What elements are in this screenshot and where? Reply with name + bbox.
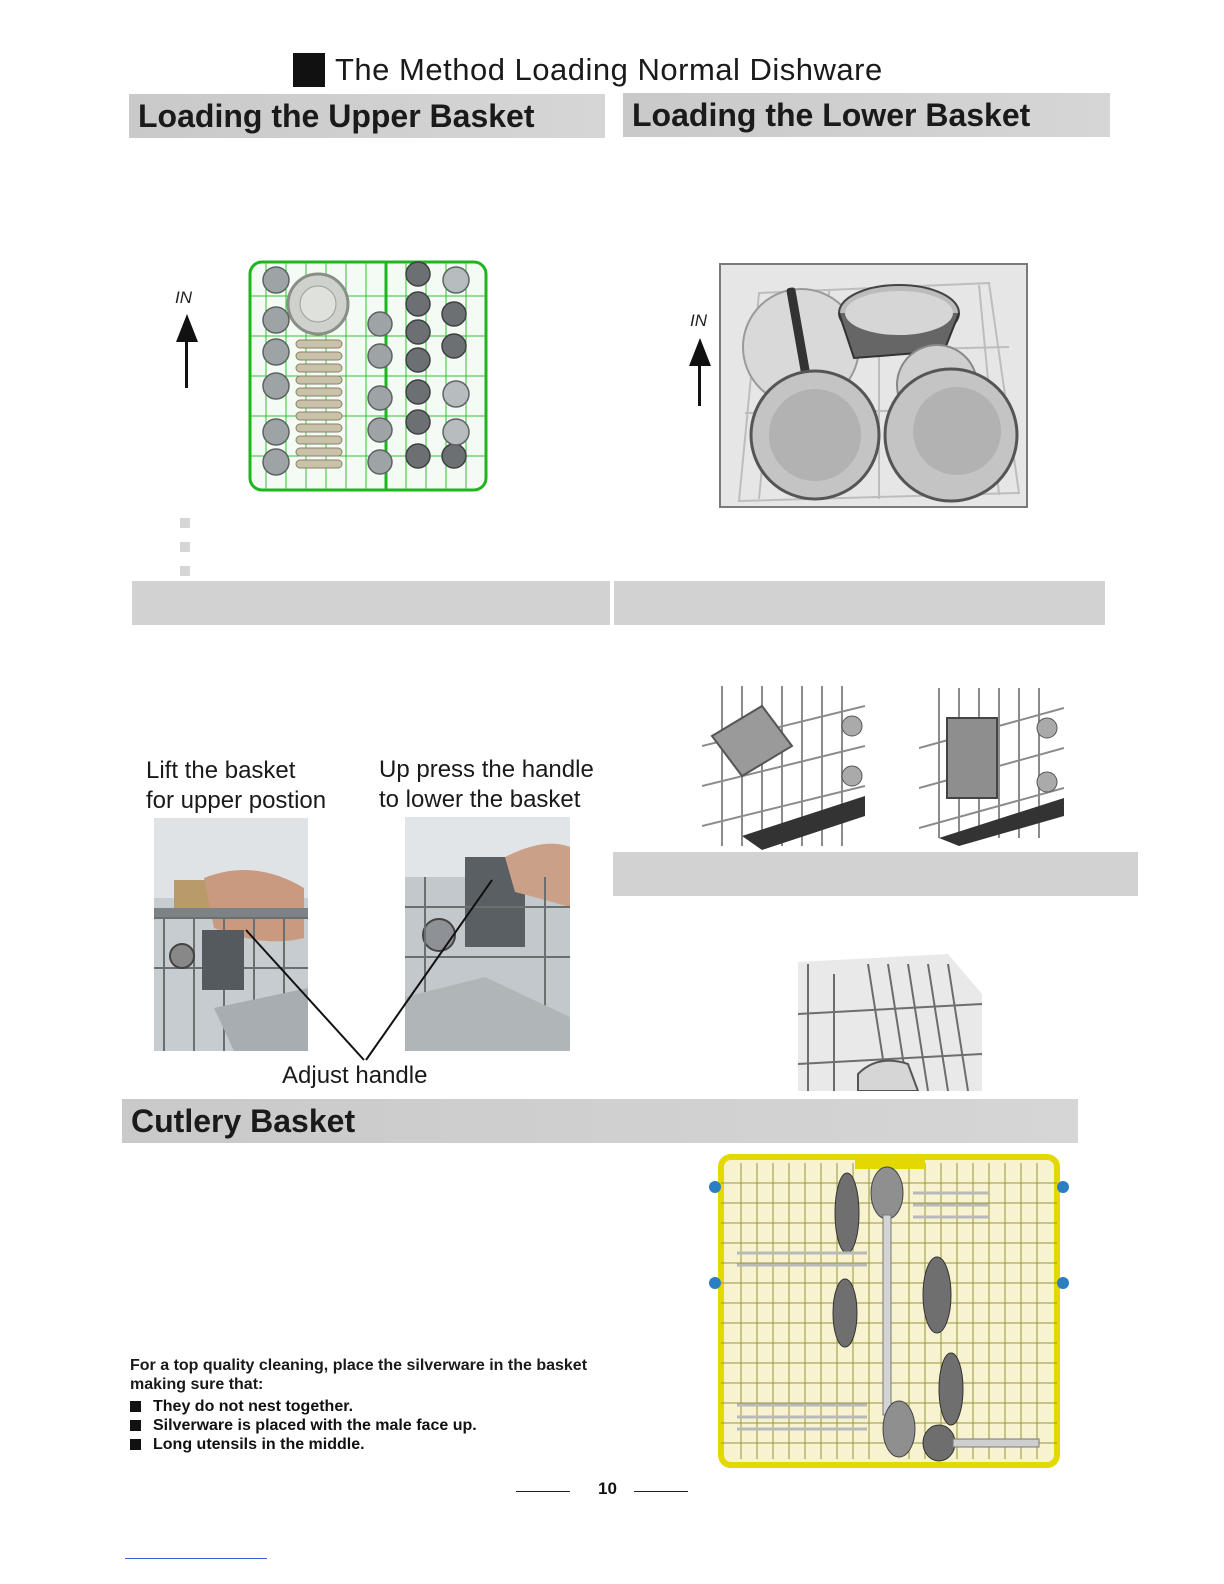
lower-subsection-heading-bar: [614, 581, 1105, 625]
lower-in-label: IN: [690, 311, 707, 330]
lift-basket-caption-line1: Lift the basket: [146, 757, 296, 784]
lower-extra-heading-bar: [613, 852, 1138, 896]
bullet-marker: [180, 542, 190, 552]
cutlery-basket-heading-text: Cutlery Basket: [131, 1102, 356, 1139]
rack-fold-image-left: [702, 686, 865, 850]
cutlery-checklist-item: They do not nest together.: [130, 1397, 477, 1416]
adjust-handle-label: Adjust handle: [282, 1062, 428, 1089]
cutlery-checklist-text: Long utensils in the middle.: [153, 1436, 365, 1453]
lower-basket-heading: Loading the Lower Basket: [623, 93, 1110, 137]
cutlery-checklist-text: Silverware is placed with the male face …: [153, 1417, 477, 1434]
square-bullet-icon: [130, 1401, 141, 1412]
upper-in-label: IN: [175, 288, 192, 307]
cutlery-intro: For a top quality cleaning, place the si…: [130, 1356, 587, 1394]
cutlery-checklist: They do not nest together. Silverware is…: [130, 1397, 477, 1454]
page-title: The Method Loading Normal Dishware: [293, 52, 883, 88]
lower-basket-caption-line1: Up press the handle: [379, 756, 594, 783]
cutlery-intro-line1: For a top quality cleaning, place the si…: [130, 1357, 588, 1374]
cutlery-checklist-text: They do not nest together.: [153, 1398, 354, 1415]
upper-direction-arrow-icon: [176, 314, 198, 388]
lift-basket-caption: Lift the basket for upper postion: [146, 756, 326, 816]
upper-basket-heading: Loading the Upper Basket: [129, 94, 605, 138]
lower-direction-arrow-icon: [689, 338, 711, 406]
cutlery-checklist-item: Silverware is placed with the male face …: [130, 1416, 477, 1435]
cutlery-checklist-item: Long utensils in the middle.: [130, 1435, 477, 1454]
adjust-handle-pointer-lines: [245, 879, 493, 1061]
lower-basket-illustration: [719, 263, 1028, 508]
upper-subsection-heading-bar: [132, 581, 610, 625]
lower-basket-caption: Up press the handle to lower the basket: [379, 755, 594, 815]
page-number-rule-left: [516, 1491, 570, 1492]
lower-basket-heading-text: Loading the Lower Basket: [632, 96, 1031, 133]
cutlery-tray-illustration: [709, 1154, 1069, 1468]
bullet-marker: [180, 566, 190, 576]
page-title-text: The Method Loading Normal Dishware: [335, 52, 883, 87]
square-bullet-icon: [130, 1420, 141, 1431]
upper-basket-illustration: [248, 260, 488, 492]
bullet-marker: [180, 518, 190, 528]
title-square-icon: [293, 53, 325, 87]
lower-basket-caption-line2: to lower the basket: [379, 786, 581, 813]
square-bullet-icon: [130, 1439, 141, 1450]
lift-basket-photo: [154, 818, 308, 1051]
plate-rack-photo: [798, 954, 982, 1091]
upper-basket-heading-text: Loading the Upper Basket: [138, 97, 535, 134]
cutlery-basket-heading: Cutlery Basket: [122, 1099, 1078, 1143]
cutlery-intro-line2: making sure that:: [130, 1376, 264, 1393]
page-number-rule-right: [634, 1491, 688, 1492]
lift-basket-caption-line2: for upper postion: [146, 787, 327, 814]
page-number: 10: [598, 1479, 617, 1498]
lower-basket-photo: [405, 817, 570, 1051]
rack-fold-image-right: [919, 688, 1064, 846]
footer-link-underline: [125, 1558, 267, 1559]
